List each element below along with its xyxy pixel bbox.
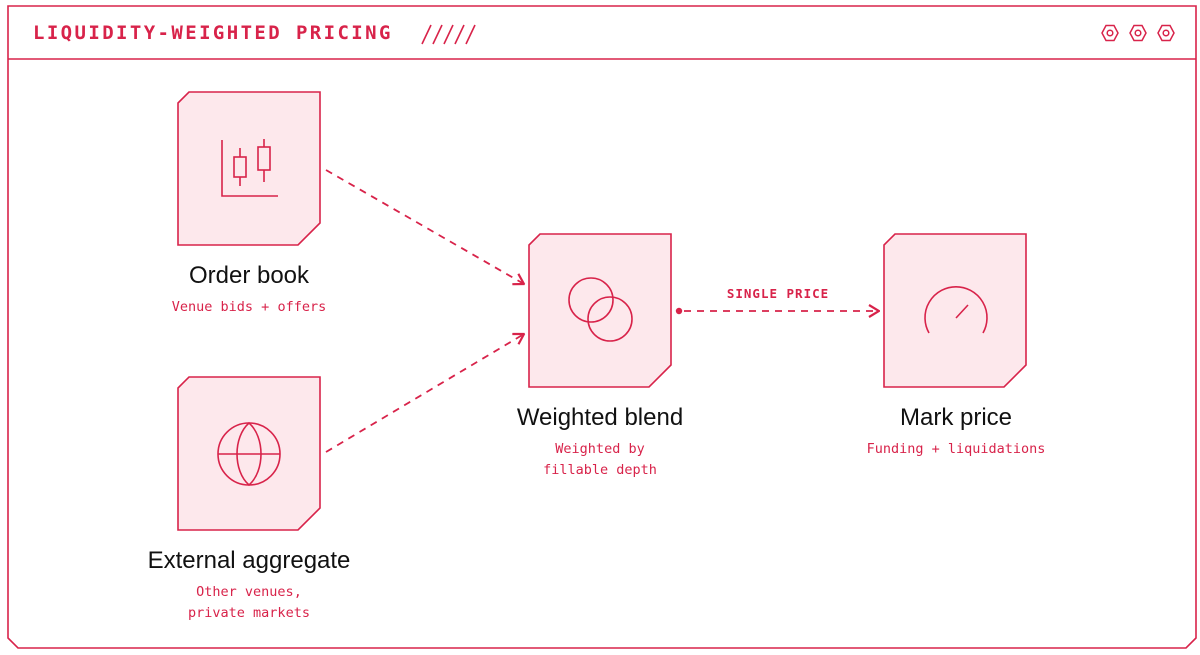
window-frame bbox=[7, 5, 1197, 649]
gauge-icon bbox=[924, 285, 988, 334]
node-mark-price[interactable] bbox=[883, 233, 1027, 388]
single-price-edge-label: SINGLE PRICE bbox=[726, 286, 830, 301]
node-weighted-blend[interactable] bbox=[528, 233, 672, 388]
mark-price-label: Mark price bbox=[899, 404, 1013, 431]
hex-icon[interactable] bbox=[1129, 24, 1147, 42]
mark-price-sub-line: Funding + liquidations bbox=[866, 441, 1046, 457]
order-book-sub: Venue bids + offers bbox=[99, 297, 399, 318]
node-order-book[interactable] bbox=[177, 91, 321, 246]
weighted-blend-sub-line: Weighted by bbox=[555, 441, 645, 457]
external-aggregate-label: External aggregate bbox=[147, 547, 351, 574]
window-controls[interactable] bbox=[1101, 24, 1175, 42]
globe-icon bbox=[217, 421, 281, 487]
mark-price-sub: Funding + liquidations bbox=[806, 439, 1106, 460]
external-aggregate-sub-line: private markets bbox=[188, 605, 310, 621]
hex-icon[interactable] bbox=[1101, 24, 1119, 42]
hex-icon[interactable] bbox=[1157, 24, 1175, 42]
external-aggregate-sub: Other venues, private markets bbox=[99, 582, 399, 624]
order-book-label: Order book bbox=[188, 262, 310, 289]
edge-blend-to-mark bbox=[675, 308, 879, 314]
edge-external-to-blend bbox=[325, 334, 524, 453]
overlapping-circles-icon bbox=[568, 277, 633, 342]
page-title: LIQUIDITY-WEIGHTED PRICING bbox=[33, 22, 393, 44]
header-slashes bbox=[421, 24, 476, 45]
weighted-blend-sub-line: fillable depth bbox=[543, 462, 657, 478]
weighted-blend-label: Weighted blend bbox=[516, 404, 684, 431]
external-aggregate-sub-line: Other venues, bbox=[196, 584, 302, 600]
order-book-sub-line: Venue bids + offers bbox=[171, 299, 327, 315]
node-external-aggregate[interactable] bbox=[177, 376, 321, 531]
candlestick-chart-icon bbox=[221, 139, 278, 197]
weighted-blend-sub: Weighted by fillable depth bbox=[450, 439, 750, 481]
